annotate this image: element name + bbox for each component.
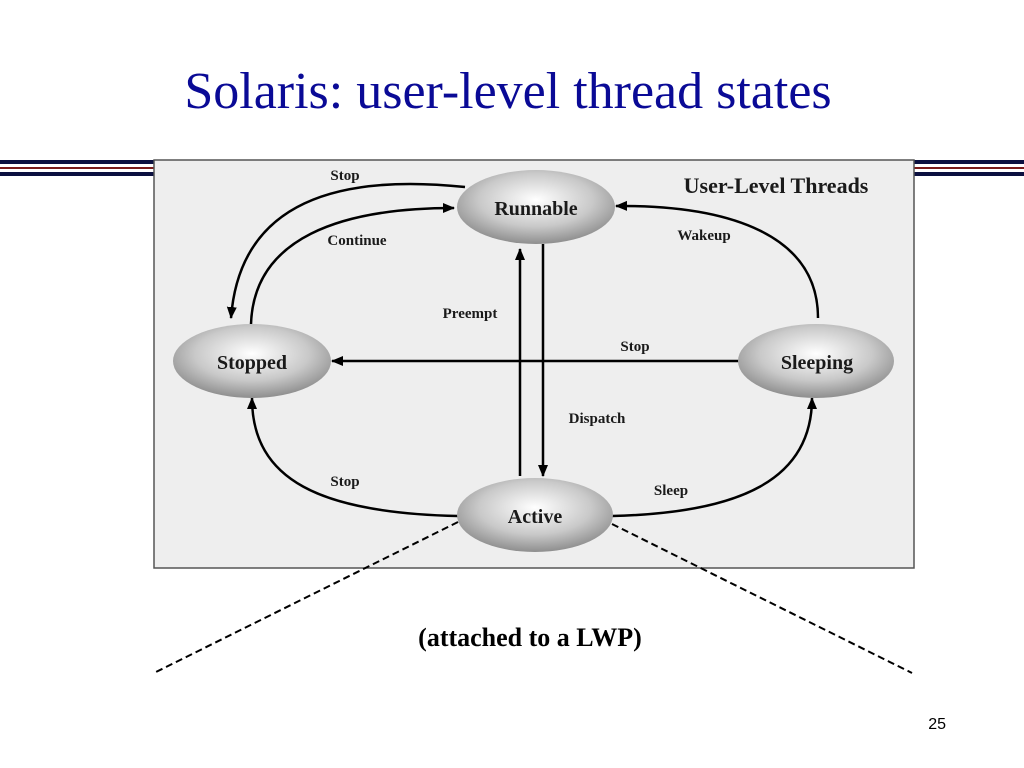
label-stop-runnable-to-stopped: Stop <box>330 168 359 184</box>
label-preempt: Preempt <box>443 306 498 322</box>
panel-title: User-Level Threads <box>684 173 869 198</box>
label-dispatch: Dispatch <box>569 411 626 427</box>
lwp-dashed-line-left <box>155 521 459 673</box>
label-continue: Continue <box>327 233 387 249</box>
state-sleeping-node <box>738 324 894 398</box>
state-stopped-node <box>173 324 331 398</box>
edge-wakeup-sleeping-to-runnable <box>615 200 820 319</box>
lwp-dashed-line-right <box>611 523 913 674</box>
label-sleep: Sleep <box>654 483 688 499</box>
state-active-node <box>457 478 613 552</box>
slide-title: Solaris: user-level thread states <box>184 63 832 120</box>
lwp-caption: (attached to a LWP) <box>418 623 642 652</box>
state-sleeping-label: Sleeping <box>781 352 853 374</box>
label-wakeup: Wakeup <box>677 228 730 244</box>
state-runnable-label: Runnable <box>494 198 577 220</box>
edge-continue-stopped-to-runnable <box>249 203 455 325</box>
state-active-label: Active <box>508 506 563 528</box>
edge-stop-active-to-stopped <box>247 397 459 518</box>
label-stop-active-to-stopped: Stop <box>330 474 359 490</box>
page-number: 25 <box>928 716 946 733</box>
state-runnable-node <box>457 170 615 244</box>
label-stop-sleeping-to-stopped: Stop <box>620 339 649 355</box>
edge-sleep-active-to-sleeping <box>611 397 817 518</box>
edge-stop-runnable-to-stopped <box>226 182 466 319</box>
state-stopped-label: Stopped <box>217 352 287 374</box>
